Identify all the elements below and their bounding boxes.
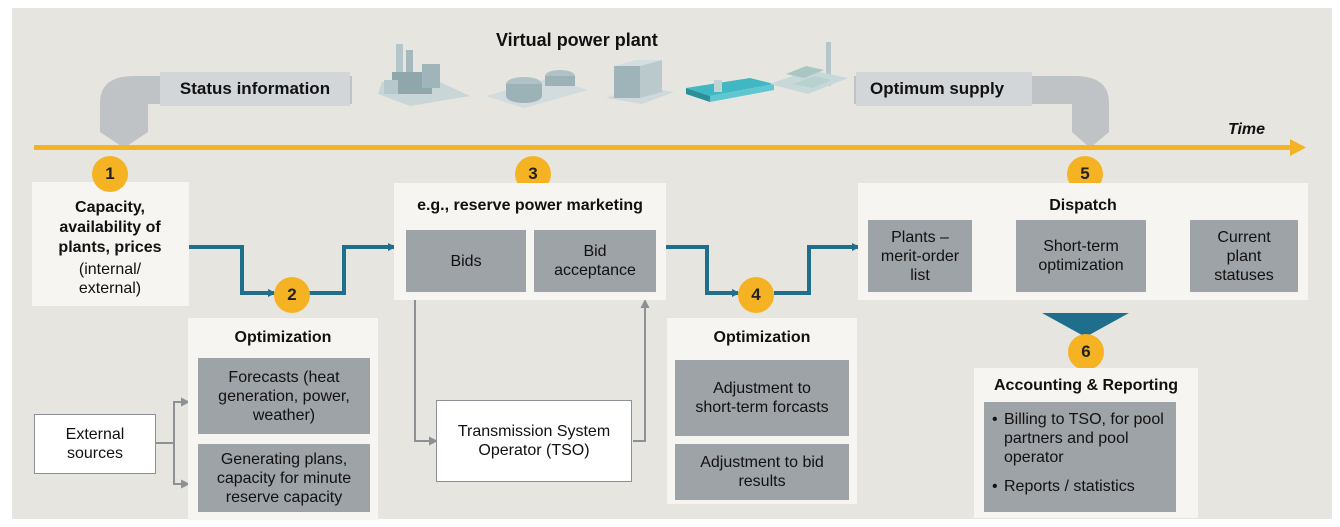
time-label: Time (1228, 121, 1266, 138)
external-branch-2 (173, 443, 190, 489)
accounting-list: Billing to TSO, for pool partners and po… (990, 410, 1170, 496)
building-icon (606, 60, 674, 104)
external-sources-box: External sources (34, 414, 156, 474)
step3-title: e.g., reserve power marketing (417, 197, 643, 214)
plant-illustrations (378, 42, 848, 108)
adjust-bids-box: Adjustment to bid results (675, 444, 849, 500)
reports-item: Reports / statistics (990, 477, 1170, 496)
step2-badge: 2 (274, 277, 310, 313)
merit-order-box: Plants – merit-order list (868, 220, 972, 292)
step2-title: Optimization (234, 329, 332, 346)
optimum-supply-label: Optimum supply (856, 72, 1032, 106)
tso-box: Transmission System Operator (TSO) (436, 400, 632, 482)
current-status-box: Current plant statuses (1190, 220, 1298, 292)
step4-title: Optimization (713, 329, 811, 346)
hydro-plant-icon (686, 78, 774, 102)
dispatch-down-chevron (1042, 313, 1129, 337)
time-axis-arrowhead (1290, 139, 1306, 156)
industrial-plant-icon (770, 42, 848, 94)
step1-title: Capacity, availability of plants, prices (58, 199, 162, 256)
short-term-optimization-box: Short-term optimization (1016, 220, 1146, 292)
storage-tanks-icon (486, 70, 588, 108)
time-axis (34, 145, 1296, 150)
tso-to-acceptance (633, 299, 650, 442)
generating-plans-box: Generating plans, capacity for minute re… (198, 444, 370, 512)
step1-subtitle: (internal/ external) (78, 261, 142, 297)
factory-icon (378, 44, 470, 106)
bids-box: Bids (406, 230, 526, 292)
billing-item: Billing to TSO, for pool partners and po… (990, 410, 1170, 467)
step5-title: Dispatch (1049, 197, 1117, 214)
forecasts-box: Forecasts (heat generation, power, weath… (198, 358, 370, 434)
flow-1-2 (188, 245, 276, 297)
accounting-list-box: Billing to TSO, for pool partners and po… (984, 402, 1176, 512)
status-information-label: Status information (160, 72, 350, 106)
step6-badge: 6 (1068, 334, 1104, 370)
adjust-forecasts-box: Adjustment to short-term forcasts (675, 360, 849, 436)
flow-3-4 (666, 245, 740, 297)
step4-badge: 4 (738, 277, 774, 313)
step1-panel (32, 182, 189, 306)
bids-to-tso (414, 300, 438, 446)
step6-title: Accounting & Reporting (994, 377, 1178, 394)
bid-acceptance-box: Bid acceptance (534, 230, 656, 292)
flow-4-5 (774, 243, 860, 295)
external-branch (155, 397, 190, 444)
flow-2-3 (308, 243, 396, 295)
step1-badge: 1 (92, 156, 128, 192)
diagram-canvas: Virtual power plant (12, 8, 1332, 520)
virtual-power-plant-title: Virtual power plant (496, 30, 658, 50)
